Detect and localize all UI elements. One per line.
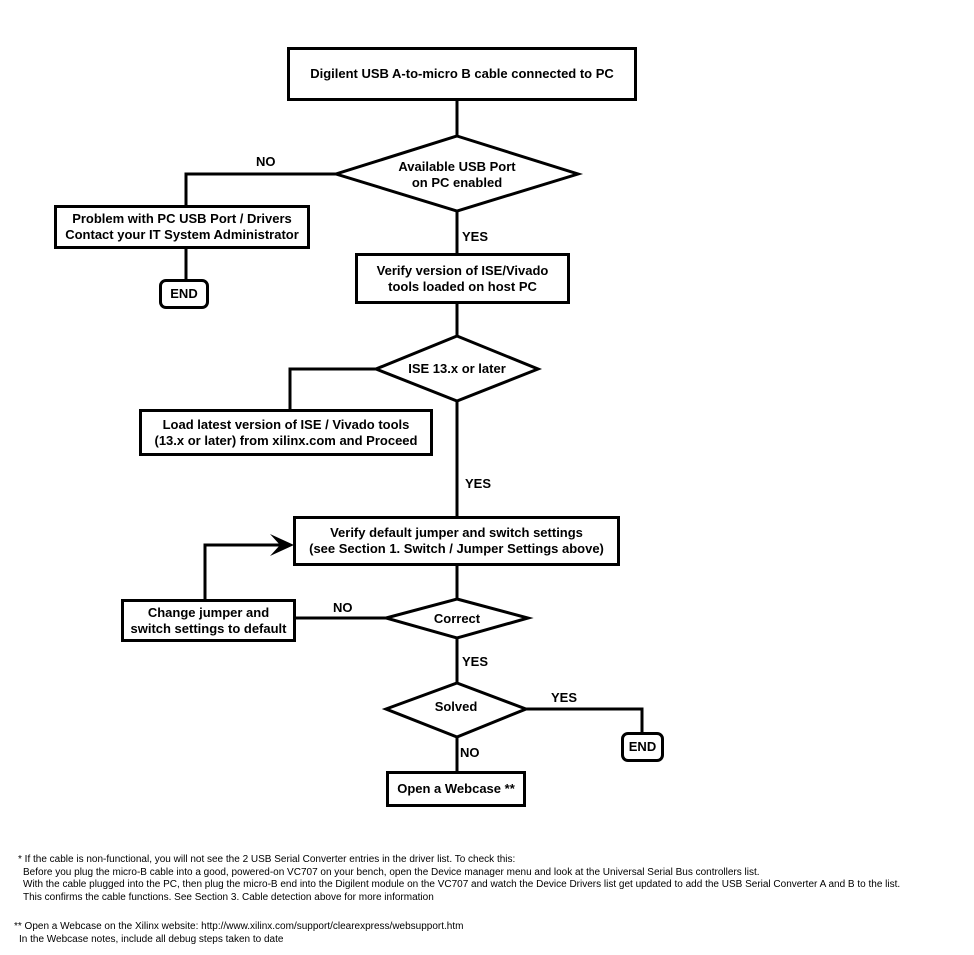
solved-diamond-text: Solved bbox=[386, 698, 526, 715]
change-jumper-line: switch settings to default bbox=[130, 620, 287, 636]
ise-diamond-label: ISE 13.x or later bbox=[408, 361, 506, 376]
footnote-cable-check: * If the cable is non-functional, you wi… bbox=[18, 854, 900, 904]
edge-label-correct-yes: YES bbox=[462, 654, 489, 669]
edge-label-solved-yes: YES bbox=[551, 690, 578, 705]
arrowhead bbox=[270, 534, 294, 556]
footnote-line: With the cable plugged into the PC, then… bbox=[23, 879, 901, 890]
footnote-line: ** Open a Webcase on the Xilinx website:… bbox=[14, 921, 464, 932]
verify-jumper-box: Verify default jumper and switch setting… bbox=[293, 516, 620, 566]
ise-diamond-text: ISE 13.x or later bbox=[376, 360, 538, 378]
footnote-webcase: ** Open a Webcase on the Xilinx website:… bbox=[14, 921, 463, 946]
connector-solved-yes bbox=[526, 707, 644, 734]
change-jumper-box: Change jumper and switch settings to def… bbox=[121, 599, 296, 642]
edge-label-ise-yes: YES bbox=[465, 476, 492, 491]
edge-label-usb-no: NO bbox=[256, 154, 276, 169]
edge-label-correct-no: NO bbox=[333, 600, 353, 615]
end-box-right: END bbox=[621, 732, 664, 762]
webcase-box: Open a Webcase ** bbox=[386, 771, 526, 807]
solved-diamond-shape bbox=[381, 681, 531, 739]
load-latest-line: Load latest version of ISE / Vivado tool… bbox=[162, 416, 410, 432]
footnote-line: In the Webcase notes, include all debug … bbox=[19, 933, 284, 945]
load-latest-box: Load latest version of ISE / Vivado tool… bbox=[139, 409, 433, 456]
webcase-label: Open a Webcase ** bbox=[397, 781, 515, 796]
verify-jumper-line: Verify default jumper and switch setting… bbox=[330, 525, 583, 540]
connector-change-loop bbox=[203, 543, 287, 601]
change-jumper-line: Change jumper and bbox=[147, 604, 270, 620]
footnote-line: Before you plug the micro-B cable into a… bbox=[23, 866, 760, 878]
load-latest-line: (13.x or later) from xilinx.com and Proc… bbox=[154, 432, 418, 448]
start-box: Digilent USB A-to-micro B cable connecte… bbox=[287, 47, 637, 101]
connector-usb-no bbox=[184, 172, 336, 207]
verify-version-line: Verify version of ISE/Vivado bbox=[376, 262, 549, 278]
footnote-line: * If the cable is non-functional, you wi… bbox=[18, 854, 516, 865]
usb-problem-line: Problem with PC USB Port / Drivers bbox=[72, 211, 292, 226]
ise-diamond-shape bbox=[371, 334, 543, 403]
usb-diamond-line: on PC enabled bbox=[411, 175, 503, 190]
edge-label-solved-no: NO bbox=[460, 745, 480, 760]
usb-problem-box: Problem with PC USB Port / Drivers Conta… bbox=[54, 205, 310, 249]
correct-diamond-text: Correct bbox=[386, 610, 528, 627]
usb-diamond-line: Available USB Port bbox=[398, 159, 516, 174]
usb-problem-line: Contact your IT System Administrator bbox=[65, 227, 299, 242]
connector-ise-to-load bbox=[288, 367, 376, 411]
end-label: END bbox=[628, 739, 657, 754]
end-box-left: END bbox=[159, 279, 209, 309]
verify-version-line: tools loaded on host PC bbox=[388, 278, 537, 294]
end-label: END bbox=[170, 286, 198, 301]
correct-diamond-shape bbox=[380, 597, 534, 640]
verify-version-box: Verify version of ISE/Vivado tools loade… bbox=[355, 253, 570, 304]
usb-diamond-shape bbox=[330, 134, 584, 213]
correct-diamond-label: Correct bbox=[433, 610, 481, 626]
verify-jumper-line: (see Section 1. Switch / Jumper Settings… bbox=[309, 541, 604, 556]
start-box-line: Digilent USB A-to-micro B cable connecte… bbox=[310, 66, 614, 81]
solved-diamond-label: Solved bbox=[434, 698, 478, 714]
footnote-line: This confirms the cable functions. See S… bbox=[23, 891, 434, 903]
usb-diamond-text: Available USB Port on PC enabled bbox=[336, 158, 578, 192]
edge-label-usb-yes: YES bbox=[462, 229, 489, 244]
